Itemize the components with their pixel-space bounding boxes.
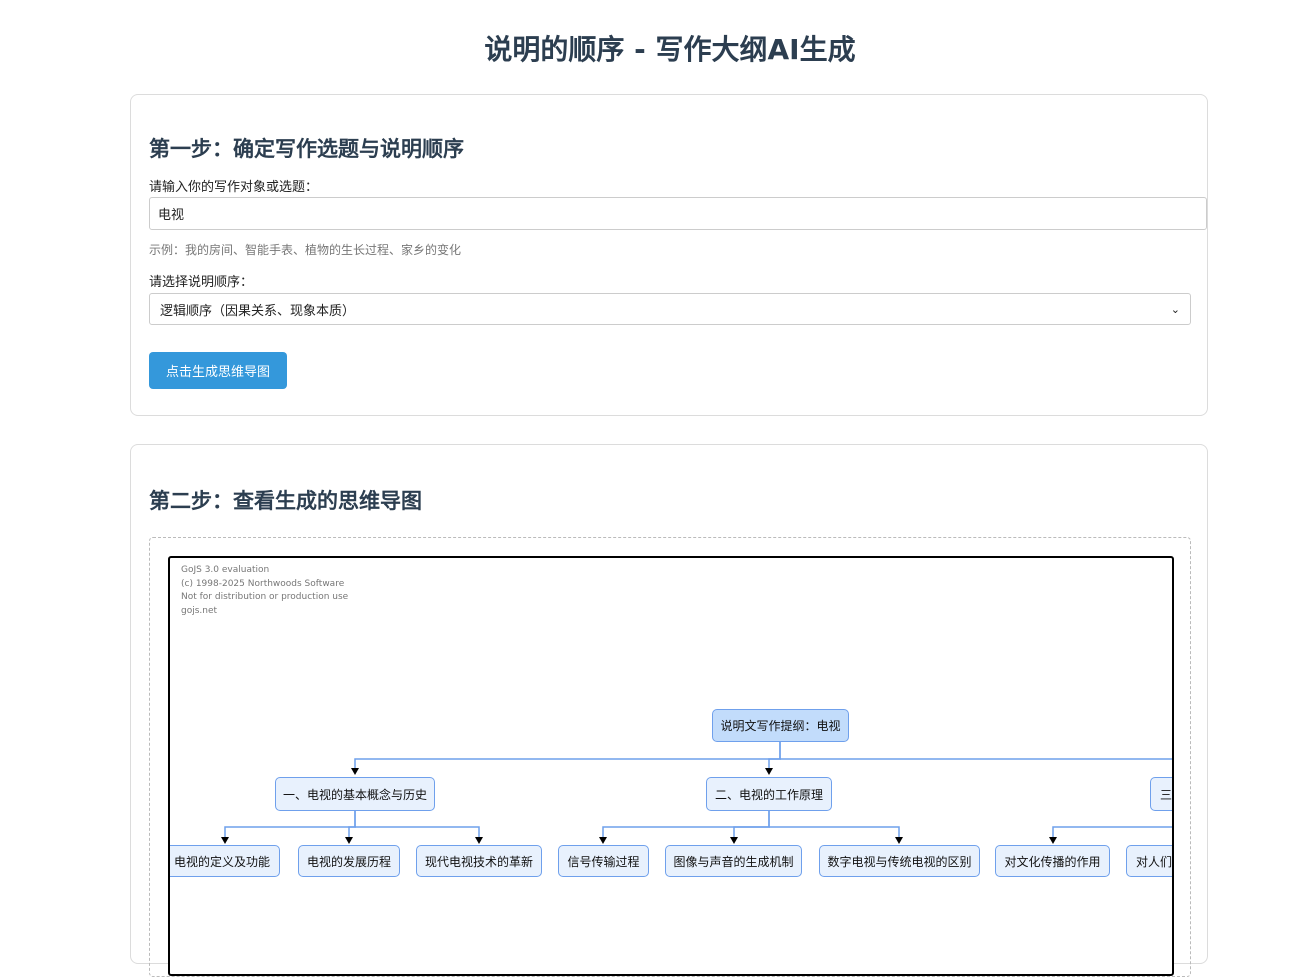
mindmap-canvas[interactable]: GoJS 3.0 evaluation (c) 1998-2025 Northw…: [168, 556, 1174, 976]
watermark-line: GoJS 3.0 evaluation: [181, 565, 270, 575]
step2-heading: 第二步：查看生成的思维导图: [149, 489, 422, 513]
link-root-branch2: [768, 742, 781, 768]
mindmap-branch-node[interactable]: 三: [1150, 777, 1172, 811]
topic-label: 请输入你的写作对象或选题：: [149, 180, 319, 195]
mindmap-root-node[interactable]: 说明文写作提纲：电视: [712, 709, 849, 742]
step1-card: 第一步：确定写作选题与说明顺序 请输入你的写作对象或选题： 示例：我的房间、智能…: [130, 94, 1208, 416]
link-root-branch1: [354, 742, 781, 768]
link-branch1-child1: [224, 811, 356, 837]
order-select-value: 逻辑顺序（因果关系、现象本质）: [160, 303, 356, 319]
watermark-line: gojs.net: [181, 605, 218, 616]
example-hint: 示例：我的房间、智能手表、植物的生长过程、家乡的变化: [149, 243, 462, 257]
page-title: 说明的顺序 - 写作大纲AI生成: [484, 33, 856, 66]
step1-heading: 第一步：确定写作选题与说明顺序: [149, 137, 464, 161]
link-branch1-child3: [355, 826, 480, 837]
mindmap-leaf-node[interactable]: 图像与声音的生成机制: [665, 845, 802, 877]
link-branch1-child2: [348, 811, 356, 837]
mindmap-leaf-node[interactable]: 电视的发展历程: [298, 845, 400, 877]
watermark: GoJS 3.0 evaluation (c) 1998-2025 Northw…: [181, 564, 348, 618]
link-branch2-child2: [733, 811, 770, 837]
chevron-down-icon: ⌄: [1170, 302, 1180, 316]
generate-mindmap-button[interactable]: 点击生成思维导图: [149, 352, 288, 389]
order-select[interactable]: 逻辑顺序（因果关系、现象本质） ⌄: [149, 293, 1191, 325]
mindmap-branch-node[interactable]: 二、电视的工作原理: [706, 777, 832, 811]
step2-card: 第二步：查看生成的思维导图 GoJS 3.0 evaluation (c) 19…: [130, 444, 1208, 977]
link-branch2-child3: [769, 826, 900, 837]
mindmap-leaf-node[interactable]: 信号传输过程: [558, 845, 649, 877]
mindmap-leaf-node[interactable]: 对文化传播的作用: [995, 845, 1110, 877]
link-branch2-child1: [602, 811, 770, 837]
watermark-line: (c) 1998-2025 Northwoods Software: [181, 578, 345, 589]
mindmap-leaf-node[interactable]: 现代电视技术的革新: [416, 845, 542, 877]
mindmap-branch-node[interactable]: 一、电视的基本概念与历史: [275, 777, 435, 811]
mindmap-links: [221, 742, 1172, 844]
topic-input[interactable]: [149, 197, 1207, 230]
mindmap-container: GoJS 3.0 evaluation (c) 1998-2025 Northw…: [149, 537, 1191, 977]
mindmap-leaf-node[interactable]: 电视的定义及功能: [170, 845, 280, 877]
order-label: 请选择说明顺序：: [149, 275, 254, 290]
watermark-line: Not for distribution or production use: [181, 592, 349, 603]
link-branch3-child1: [1052, 826, 1172, 837]
mindmap-leaf-node[interactable]: 数字电视与传统电视的区别: [819, 845, 980, 877]
mindmap-leaf-node[interactable]: 对人们: [1126, 845, 1172, 877]
